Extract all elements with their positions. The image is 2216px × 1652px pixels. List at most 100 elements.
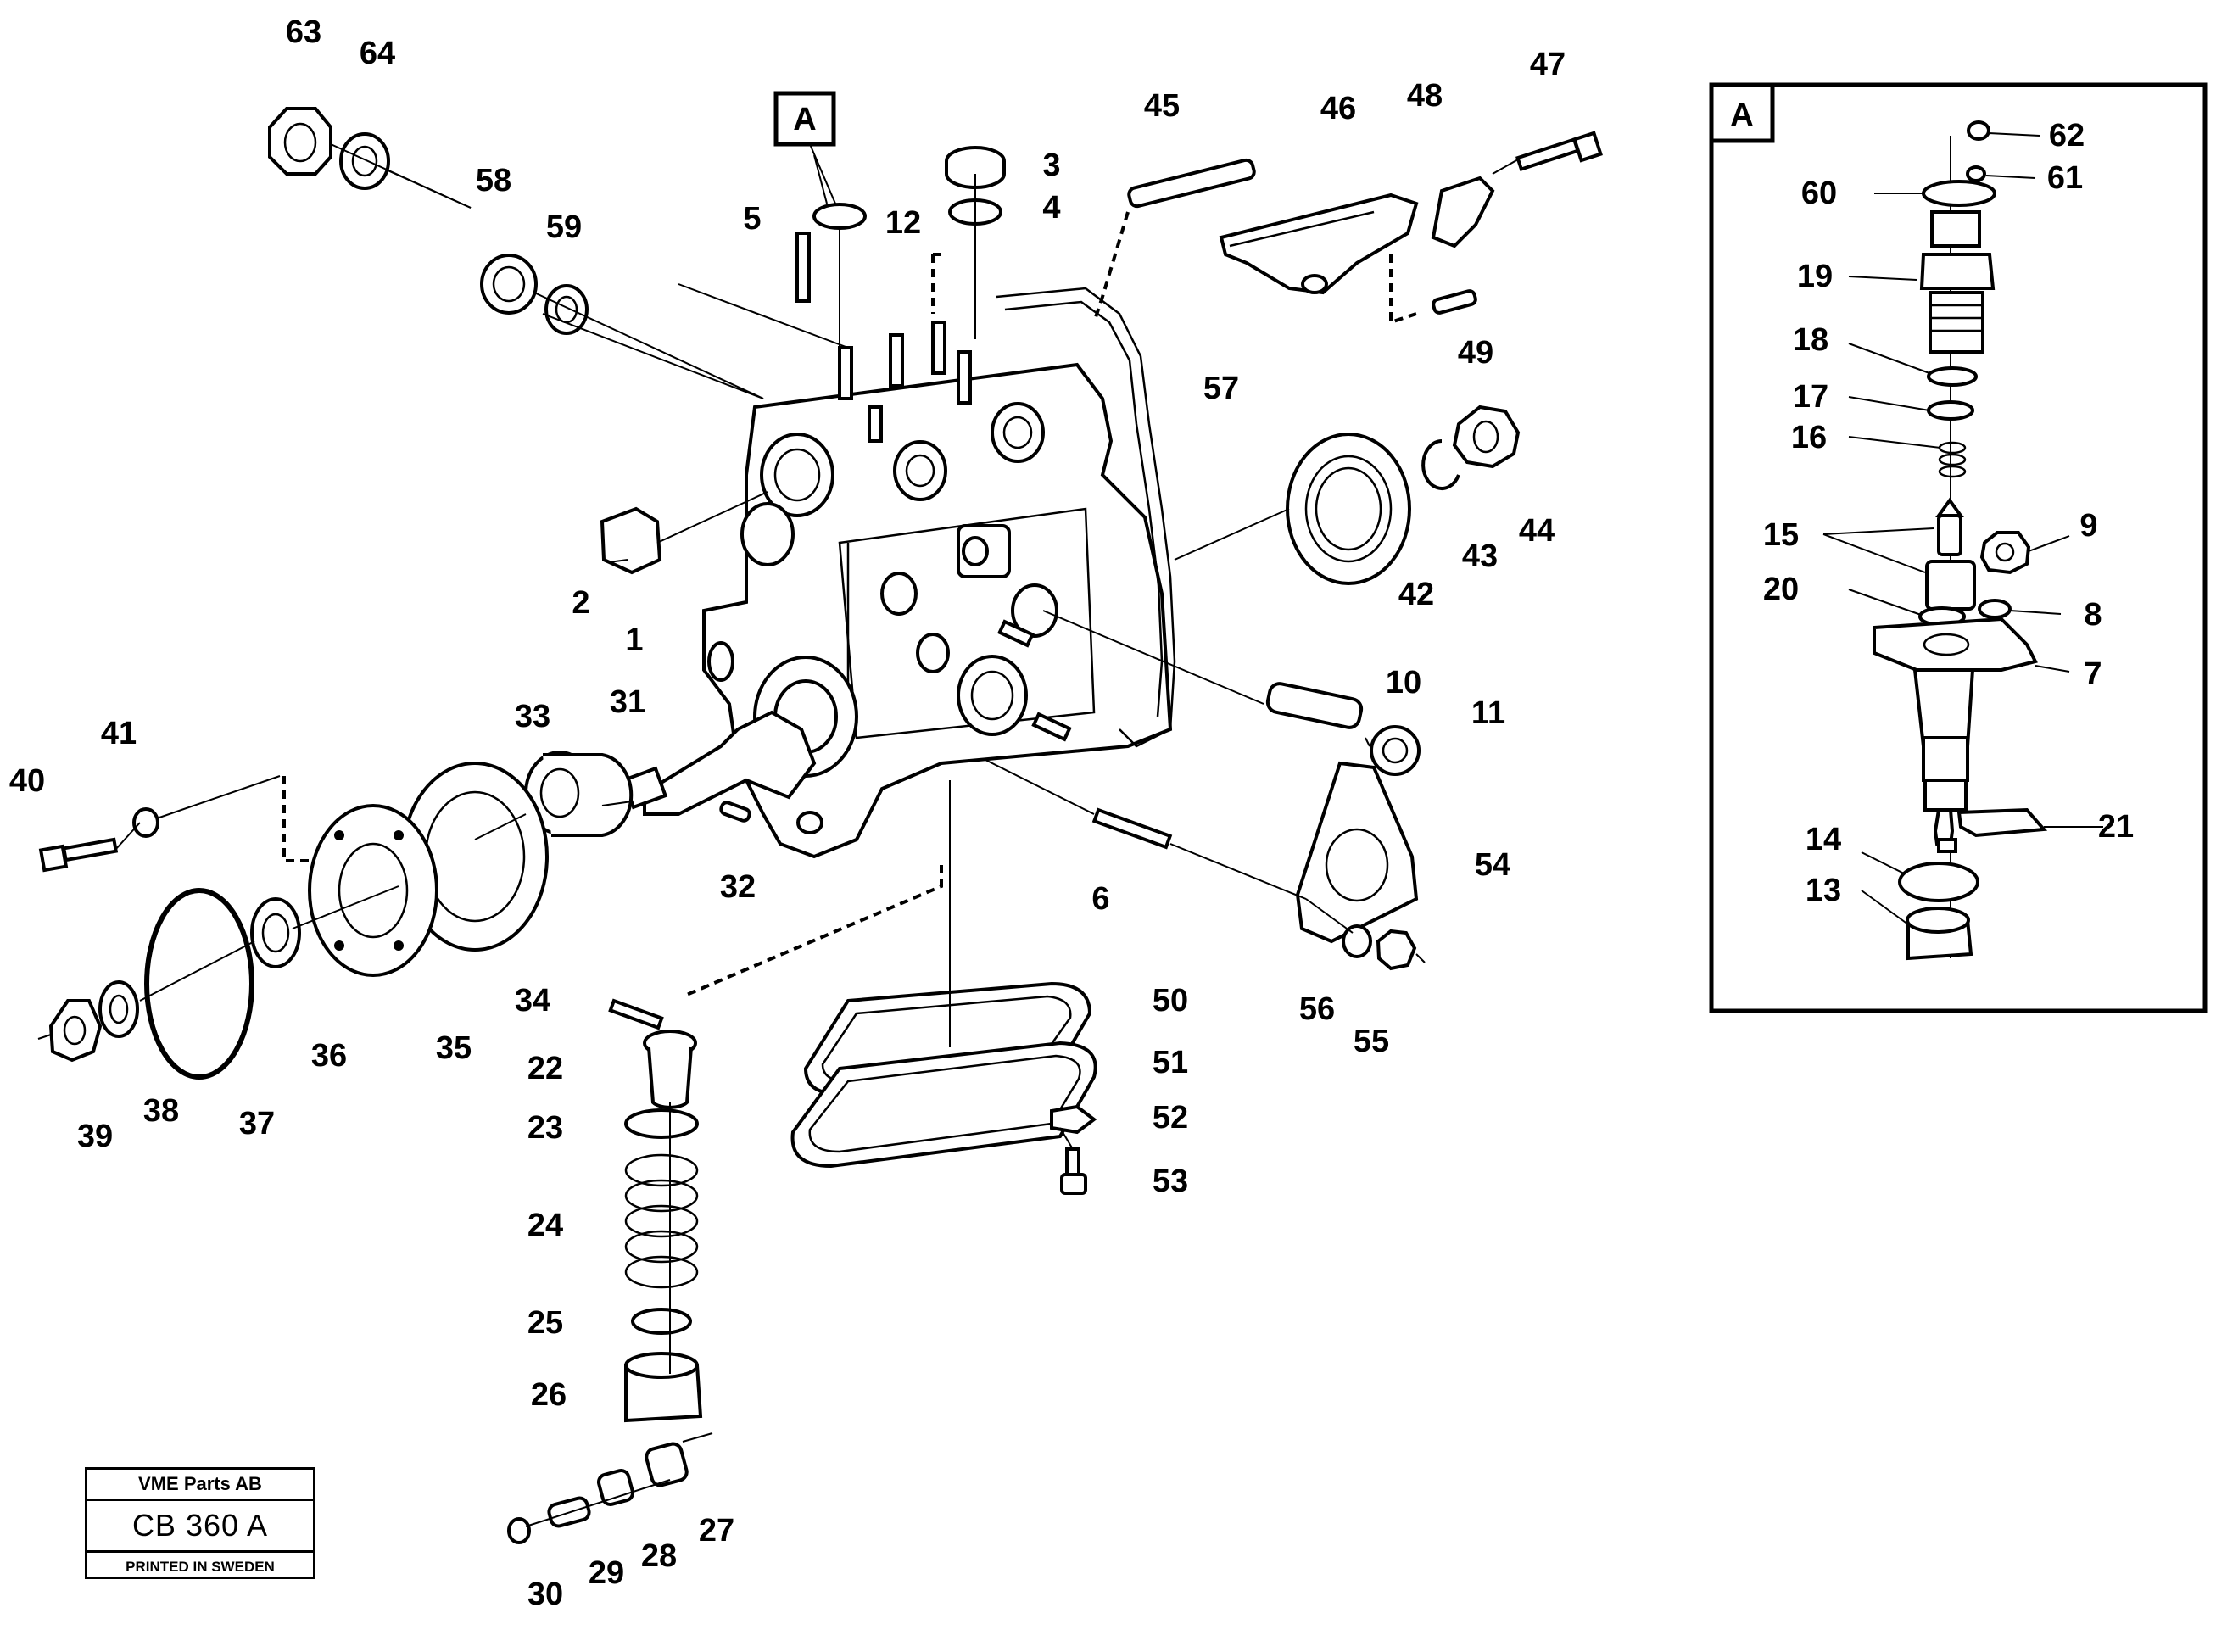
label-54: 54 bbox=[1475, 847, 1510, 883]
part-labels: 63 64 58 59 5 12 3 4 45 46 48 47 57 49 2… bbox=[9, 14, 2134, 1612]
stamp-code: CB 360 A bbox=[87, 1501, 313, 1553]
pin-45 bbox=[1127, 158, 1256, 209]
pump-housing bbox=[702, 321, 1173, 859]
label-37: 37 bbox=[239, 1106, 275, 1141]
plate-60 bbox=[1922, 180, 1996, 207]
label-4: 4 bbox=[1042, 190, 1060, 226]
label-8: 8 bbox=[2084, 597, 2102, 633]
cup-22 bbox=[608, 998, 697, 1109]
label-44: 44 bbox=[1519, 513, 1555, 549]
label-39: 39 bbox=[77, 1119, 113, 1154]
detail-view-a: A bbox=[1709, 82, 2208, 1013]
detail-callout-a: A bbox=[773, 91, 836, 204]
bracket-52 bbox=[1050, 1104, 1097, 1135]
nut-9 bbox=[1979, 531, 2031, 575]
label-48: 48 bbox=[1407, 78, 1443, 114]
oring-37 bbox=[144, 888, 254, 1080]
label-34: 34 bbox=[515, 983, 550, 1019]
washer-59 bbox=[544, 284, 589, 335]
label-55: 55 bbox=[1354, 1024, 1389, 1059]
label-5: 5 bbox=[743, 201, 761, 237]
label-11: 11 bbox=[1471, 695, 1505, 731]
label-33: 33 bbox=[515, 699, 550, 734]
label-30: 30 bbox=[527, 1577, 563, 1612]
valve-holder-19 bbox=[1919, 210, 1996, 354]
nut-62 bbox=[1967, 120, 1990, 141]
label-1: 1 bbox=[625, 622, 643, 658]
label-56: 56 bbox=[1299, 991, 1335, 1027]
plug-58 bbox=[480, 254, 538, 315]
label-26: 26 bbox=[531, 1377, 567, 1413]
washer-64 bbox=[339, 132, 390, 190]
label-9: 9 bbox=[2079, 508, 2097, 544]
label-19: 19 bbox=[1797, 259, 1833, 294]
tappet-14 bbox=[1937, 838, 1957, 853]
label-10: 10 bbox=[1386, 665, 1421, 700]
valve-15 bbox=[1925, 497, 1976, 611]
label-22: 22 bbox=[527, 1051, 563, 1086]
label-17: 17 bbox=[1793, 379, 1828, 415]
plug-nut-63 bbox=[268, 107, 332, 176]
title-stamp: VME Parts AB CB 360 A PRINTED IN SWEDEN bbox=[85, 1467, 315, 1579]
label-28: 28 bbox=[641, 1538, 677, 1574]
label-24: 24 bbox=[527, 1208, 563, 1243]
label-2: 2 bbox=[572, 585, 589, 621]
housing-gasket bbox=[996, 287, 1176, 748]
seal-36 bbox=[250, 897, 301, 968]
label-40: 40 bbox=[9, 763, 45, 799]
sleeve-26 bbox=[624, 1352, 703, 1423]
washer-30 bbox=[507, 1517, 531, 1544]
label-20: 20 bbox=[1763, 572, 1799, 607]
gasket-51 bbox=[790, 1041, 1097, 1169]
washer-38 bbox=[98, 980, 139, 1038]
label-50: 50 bbox=[1153, 983, 1188, 1019]
label-46: 46 bbox=[1320, 91, 1356, 126]
label-38: 38 bbox=[143, 1093, 179, 1129]
pin-10 bbox=[1265, 682, 1364, 729]
label-7: 7 bbox=[2084, 656, 2102, 692]
label-42: 42 bbox=[1398, 577, 1434, 612]
label-63: 63 bbox=[286, 14, 321, 50]
circlip-43 bbox=[1421, 439, 1460, 490]
stamp-company: VME Parts AB bbox=[87, 1470, 313, 1501]
leader-lines bbox=[37, 143, 1519, 1527]
label-52: 52 bbox=[1153, 1100, 1188, 1136]
nut-44 bbox=[1452, 405, 1521, 469]
label-43: 43 bbox=[1462, 539, 1498, 574]
washer-25 bbox=[631, 1308, 692, 1335]
label-15: 15 bbox=[1763, 517, 1799, 553]
label-35: 35 bbox=[436, 1030, 472, 1066]
nut-39 bbox=[48, 999, 103, 1063]
washer-17 bbox=[1927, 400, 1974, 421]
nut-55 bbox=[1376, 929, 1417, 971]
label-6: 6 bbox=[1091, 881, 1109, 917]
label-59: 59 bbox=[546, 209, 582, 245]
label-41: 41 bbox=[101, 716, 137, 751]
oring-12 bbox=[812, 203, 867, 230]
label-29: 29 bbox=[589, 1555, 624, 1591]
label-58: 58 bbox=[476, 163, 511, 198]
label-27: 27 bbox=[699, 1513, 734, 1549]
screw-47 bbox=[1515, 131, 1603, 171]
label-61: 61 bbox=[2047, 160, 2083, 196]
stud-5 bbox=[795, 232, 811, 303]
plug-2 bbox=[600, 506, 662, 575]
washer-61 bbox=[1966, 165, 1986, 182]
label-23: 23 bbox=[527, 1110, 563, 1146]
label-13: 13 bbox=[1806, 873, 1841, 908]
detail-frame-letter: A bbox=[1730, 98, 1753, 133]
label-12: 12 bbox=[885, 205, 921, 241]
screw-53 bbox=[1060, 1147, 1087, 1195]
label-49: 49 bbox=[1458, 335, 1493, 371]
washer-23 bbox=[624, 1108, 699, 1139]
arm-21 bbox=[1956, 807, 2048, 838]
label-53: 53 bbox=[1153, 1164, 1188, 1199]
sleeve-13 bbox=[1906, 907, 1973, 961]
oring-18 bbox=[1927, 366, 1978, 387]
label-3: 3 bbox=[1042, 148, 1060, 183]
bushing-28 bbox=[596, 1468, 635, 1507]
label-32: 32 bbox=[720, 869, 756, 905]
bushing-27 bbox=[645, 1442, 689, 1487]
label-47: 47 bbox=[1530, 47, 1566, 82]
